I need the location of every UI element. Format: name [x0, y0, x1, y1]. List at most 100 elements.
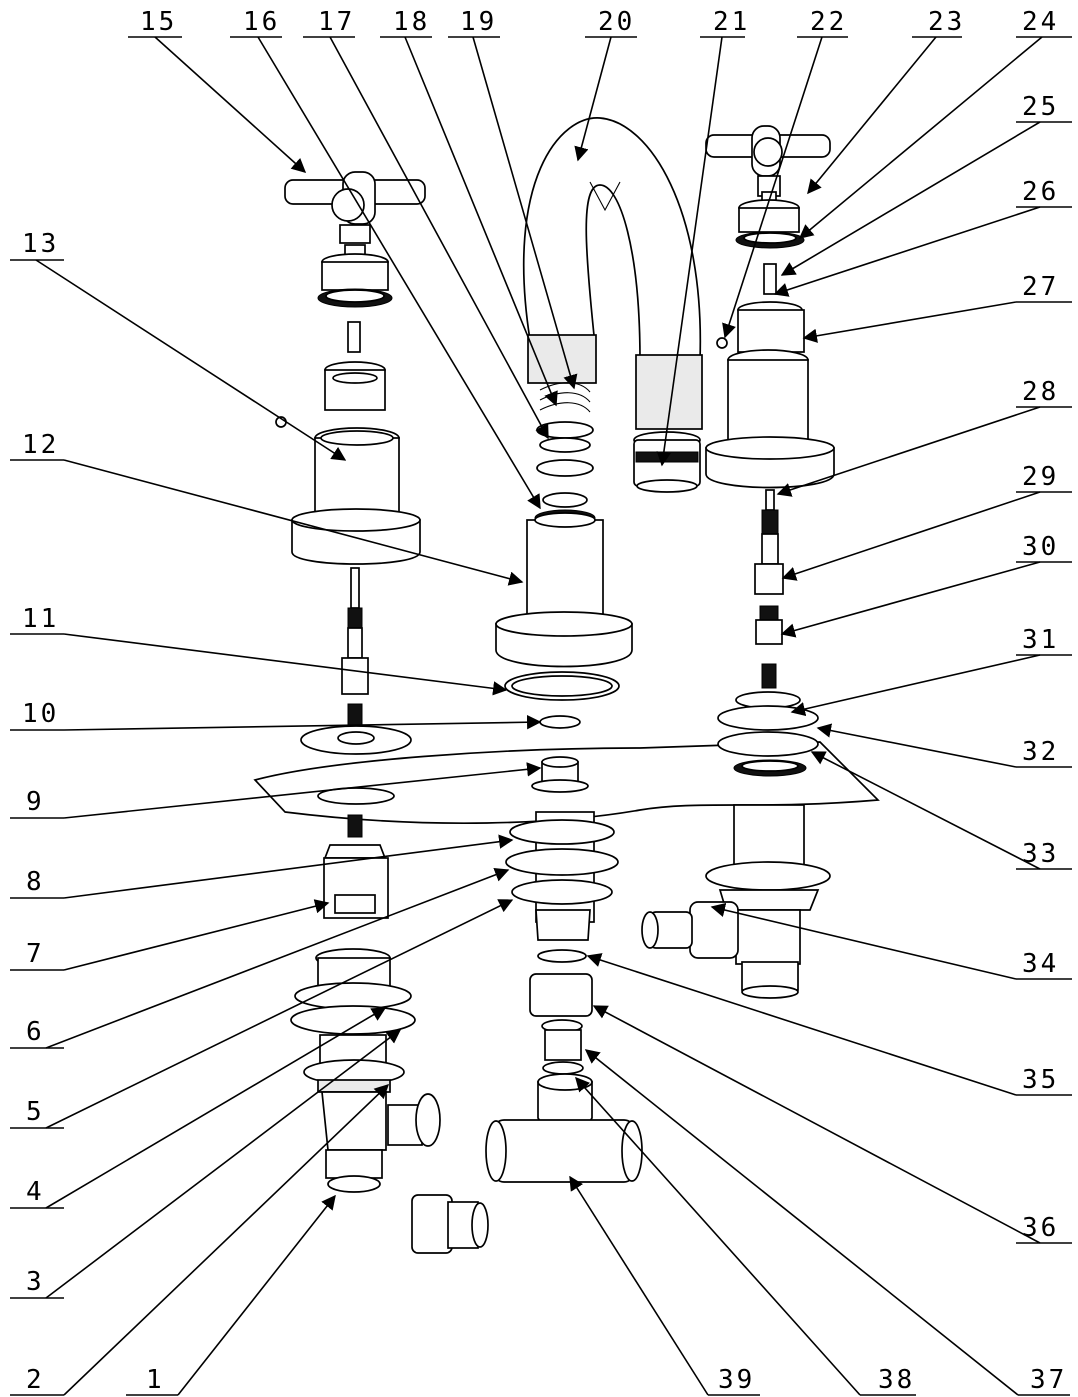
- right-spindle-part: [737, 263, 805, 353]
- callout-38: 38: [575, 1076, 916, 1396]
- callout-30: 30: [780, 532, 1072, 638]
- callout-label-22: 22: [810, 7, 847, 37]
- callout-26: 26: [773, 177, 1072, 297]
- callout-27: 27: [802, 272, 1072, 343]
- callout-6: 6: [10, 867, 510, 1049]
- left-handle-part: [284, 171, 426, 244]
- callout-23: 23: [807, 7, 962, 195]
- callout-34: 34: [710, 902, 1072, 980]
- callout-35: 35: [586, 953, 1072, 1096]
- left-valve-stem-part: [341, 567, 369, 695]
- callout-label-5: 5: [26, 1097, 45, 1127]
- callout-label-37: 37: [1030, 1365, 1067, 1395]
- callout-5: 5: [10, 899, 514, 1129]
- callout-label-19: 19: [460, 7, 497, 37]
- callout-label-18: 18: [393, 7, 430, 37]
- callout-12: 12: [10, 430, 524, 586]
- callout-label-34: 34: [1022, 949, 1059, 979]
- callout-29: 29: [781, 462, 1072, 581]
- callout-layer: 15 16 17 18 19 20 21: [10, 7, 1072, 1396]
- center-seals-part: [536, 382, 594, 508]
- callout-8: 8: [10, 834, 514, 899]
- callout-1: 1: [126, 1194, 336, 1396]
- left-loose-nut-part: [411, 1194, 489, 1254]
- callout-label-7: 7: [26, 939, 45, 969]
- callout-15: 15: [128, 7, 307, 173]
- callout-label-11: 11: [22, 604, 59, 634]
- callout-label-24: 24: [1022, 7, 1059, 37]
- callout-label-25: 25: [1022, 92, 1059, 122]
- spout-part: [522, 117, 703, 430]
- callout-label-28: 28: [1022, 377, 1059, 407]
- callout-21: 21: [656, 7, 750, 467]
- center-oring-small-part: [539, 715, 581, 729]
- callout-label-29: 29: [1022, 462, 1059, 492]
- callout-label-27: 27: [1022, 272, 1059, 302]
- callout-label-36: 36: [1022, 1213, 1059, 1243]
- callout-2: 2: [10, 1084, 390, 1396]
- callout-37: 37: [584, 1049, 1070, 1396]
- callout-label-6: 6: [26, 1017, 45, 1047]
- left-spindle-part: [324, 321, 386, 411]
- callout-16: 16: [230, 7, 541, 510]
- callout-4: 4: [10, 1007, 387, 1209]
- left-valve-body-part: [323, 814, 389, 919]
- callout-label-10: 10: [22, 699, 59, 729]
- callout-label-39: 39: [718, 1365, 755, 1395]
- callout-33: 33: [810, 751, 1072, 870]
- center-oring-large-inner: [511, 675, 613, 697]
- right-valve-stem-part: [754, 489, 784, 689]
- callout-9: 9: [10, 762, 542, 819]
- callout-11: 11: [10, 604, 508, 696]
- callout-3: 3: [10, 1029, 402, 1299]
- callout-label-32: 32: [1022, 737, 1059, 767]
- callout-10: 10: [10, 699, 542, 731]
- callout-22: 22: [722, 7, 848, 339]
- callout-7: 7: [10, 899, 330, 971]
- center-lower-fittings-part: [529, 949, 593, 1075]
- callout-label-15: 15: [140, 7, 177, 37]
- callout-label-1: 1: [146, 1365, 165, 1395]
- parts-drawing: [253, 117, 880, 1254]
- callout-label-12: 12: [22, 430, 59, 460]
- center-shank-part: [505, 756, 619, 941]
- right-sleeve-part: [705, 349, 835, 489]
- callout-label-30: 30: [1022, 532, 1059, 562]
- callout-24: 24: [798, 7, 1072, 239]
- callout-label-21: 21: [713, 7, 750, 37]
- callout-39: 39: [569, 1175, 760, 1396]
- callout-label-33: 33: [1022, 839, 1059, 869]
- left-bonnet-part: [317, 244, 393, 308]
- callout-32: 32: [816, 723, 1072, 768]
- left-sleeve-part: [291, 427, 421, 565]
- callout-31: 31: [790, 625, 1072, 717]
- callout-label-16: 16: [243, 7, 280, 37]
- callout-label-2: 2: [26, 1365, 45, 1395]
- callout-label-17: 17: [318, 7, 355, 37]
- right-screw-part: [716, 337, 728, 349]
- aerator-part: [633, 431, 701, 493]
- callout-label-20: 20: [598, 7, 635, 37]
- callout-label-35: 35: [1022, 1065, 1059, 1095]
- callout-13: 13: [10, 229, 347, 461]
- callout-label-38: 38: [878, 1365, 915, 1395]
- callout-17: 17: [303, 7, 549, 440]
- center-body-part: [495, 509, 633, 668]
- callout-36: 36: [592, 1005, 1072, 1244]
- right-valve-body-part: [641, 804, 831, 999]
- callout-label-4: 4: [26, 1177, 45, 1207]
- callout-28: 28: [776, 377, 1072, 497]
- right-washers-part: [717, 691, 819, 777]
- left-lower-assembly-part: [290, 948, 441, 1193]
- callout-18: 18: [380, 7, 558, 407]
- callout-20: 20: [574, 7, 637, 162]
- callout-label-3: 3: [26, 1267, 45, 1297]
- callout-label-31: 31: [1022, 625, 1059, 655]
- callout-label-26: 26: [1022, 177, 1059, 207]
- right-handle-part: [705, 125, 831, 197]
- callout-label-8: 8: [26, 867, 45, 897]
- callout-label-9: 9: [26, 787, 45, 817]
- callout-19: 19: [448, 7, 578, 390]
